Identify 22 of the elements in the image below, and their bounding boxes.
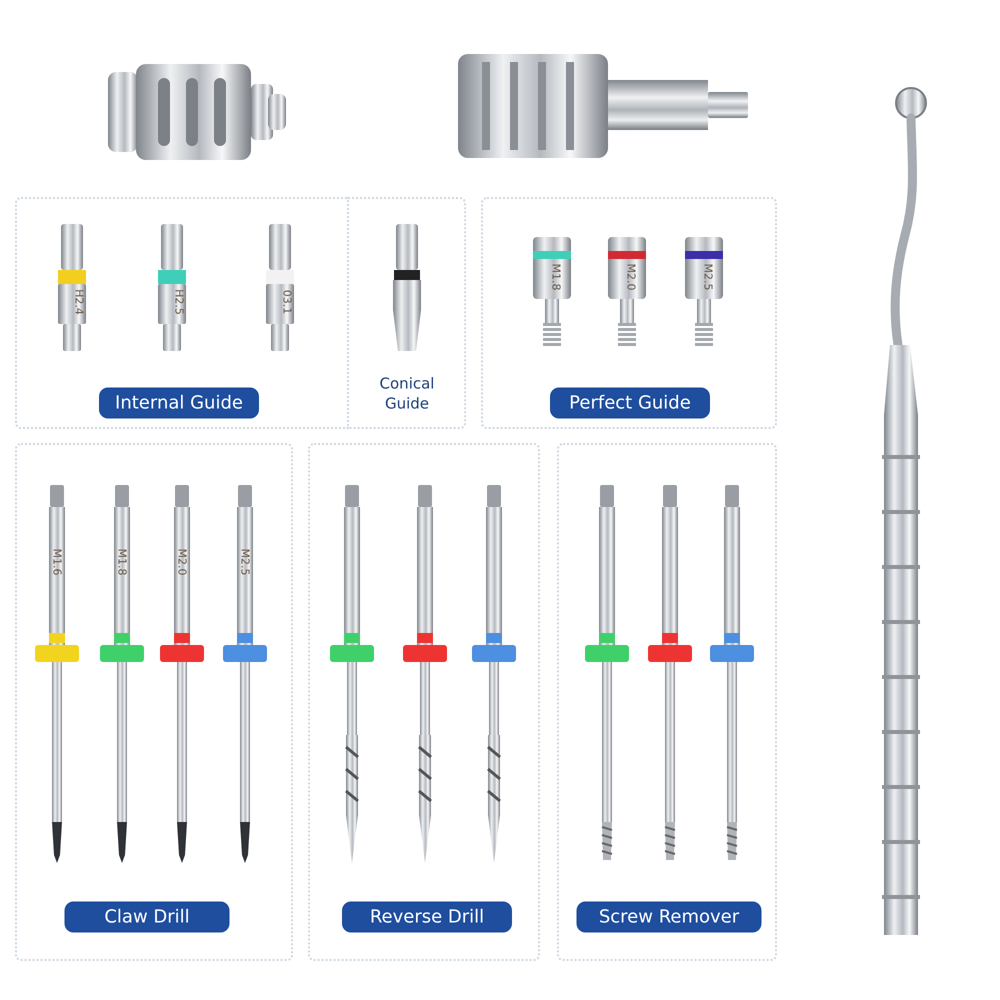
category-label: Screw Remover: [576, 902, 762, 932]
category-label: Perfect Guide: [550, 388, 710, 418]
engraved-size-text: M1.8: [116, 548, 128, 576]
category-label: Claw Drill: [64, 902, 230, 932]
engraved-size-text: M2.5: [702, 264, 714, 290]
category-label: Internal Guide: [99, 388, 259, 418]
product-card: [481, 197, 777, 429]
product-card: [308, 443, 540, 961]
engraved-size-text: M2.0: [176, 548, 188, 576]
engraved-size-text: M2.5: [240, 548, 250, 576]
engraved-size-text: H2.5: [174, 289, 184, 315]
product-card: [15, 443, 293, 961]
engraved-size-text: M2.0: [626, 264, 636, 290]
engraved-size-text: M1.6: [52, 548, 62, 576]
engraved-size-text: M1.8: [550, 264, 562, 290]
category-label: Reverse Drill: [342, 902, 512, 932]
product-card: [347, 197, 466, 429]
product-card: [15, 197, 348, 429]
engraved-size-text: H2.4: [74, 289, 84, 315]
product-card: [557, 443, 777, 961]
engraved-size-text: 03.1: [282, 290, 292, 314]
category-caption: Conical Guide: [378, 374, 436, 414]
